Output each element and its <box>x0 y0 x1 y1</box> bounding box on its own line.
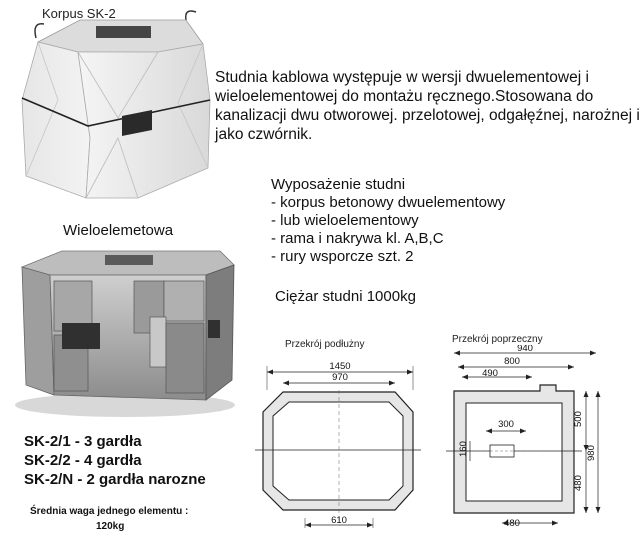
dim-300: 300 <box>498 419 514 430</box>
variants-list: SK-2/1 - 3 gardła SK-2/2 - 4 gardła SK-2… <box>24 432 206 489</box>
dim-610: 610 <box>331 515 347 526</box>
intro-paragraph: Studnia kablowa występuje w wersji dwuel… <box>215 69 640 143</box>
multi-element-photo <box>10 245 240 420</box>
avg-weight-value: 120kg <box>96 521 125 532</box>
variant-item: SK-2/1 - 3 gardła <box>24 433 142 450</box>
dim-970: 970 <box>332 372 348 383</box>
long-section-title: Przekrój podłużny <box>285 339 365 350</box>
korpus-sk2-image <box>18 8 218 213</box>
dim-490: 490 <box>482 368 498 379</box>
dim-160: 160 <box>458 441 469 457</box>
equipment-item: - korpus betonowy dwuelementowy <box>271 194 506 211</box>
avg-weight-label: Średnia waga jednego elementu : <box>30 506 189 517</box>
cross-section-drawing: 940 800 490 300 <box>440 343 640 540</box>
dim-500: 500 <box>573 411 584 427</box>
dim-1450: 1450 <box>329 361 350 372</box>
dim-480-right: 480 <box>573 475 584 491</box>
variant-item: SK-2/2 - 4 gardła <box>24 452 142 469</box>
equipment-item: - lub wieloelementowy <box>271 212 419 229</box>
equipment-title: Wyposażenie studni <box>271 176 406 193</box>
equipment-item: - rury wsporcze szt. 2 <box>271 248 414 265</box>
dim-480-bottom: 480 <box>504 518 520 529</box>
multi-element-label: Wieloelemetowa <box>63 222 174 239</box>
equipment-item: - rama i nakrywa kl. A,B,C <box>271 230 444 247</box>
weight-text: Ciężar studni 1000kg <box>275 288 416 305</box>
korpus-caption: Korpus SK-2 <box>42 6 116 21</box>
cross-section-title: Przekrój poprzeczny <box>452 334 543 345</box>
dim-940: 940 <box>517 345 533 354</box>
variant-item: SK-2/N - 2 gardła narozne <box>24 471 206 488</box>
long-section-drawing: 1450 970 610 <box>245 350 430 540</box>
dim-800: 800 <box>504 356 520 367</box>
equipment-list: - korpus betonowy dwuelementowy - lub wi… <box>271 194 505 266</box>
dim-980: 980 <box>586 445 597 461</box>
